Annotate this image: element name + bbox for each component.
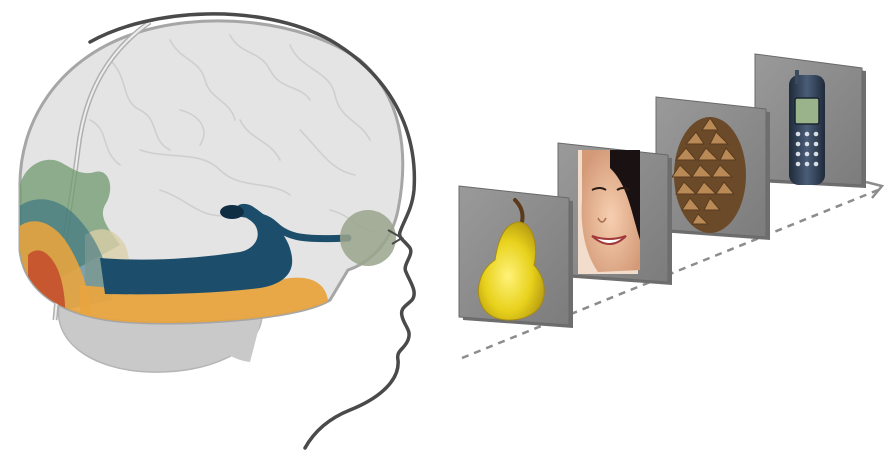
eye-region [340, 210, 396, 266]
stimulus-panel-face [558, 143, 672, 285]
stimulus-panel-pinecone [656, 97, 770, 240]
stimulus-panel-phone [755, 54, 866, 188]
lateral-geniculate-nucleus [220, 205, 244, 219]
depth-axis-arrowhead [866, 182, 882, 198]
mobile-phone-image [789, 70, 825, 185]
stimulus-panel-pear [459, 186, 573, 328]
face-image [578, 150, 640, 274]
head-illustration [15, 14, 414, 448]
